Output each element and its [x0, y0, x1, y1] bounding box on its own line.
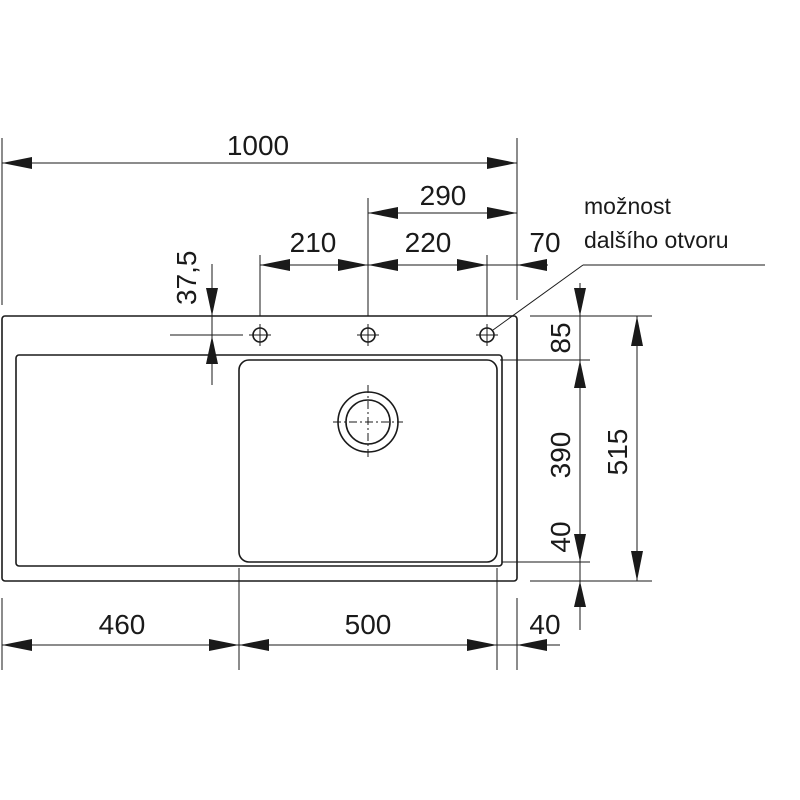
svg-text:70: 70 — [529, 227, 560, 258]
svg-text:85: 85 — [545, 322, 576, 353]
tap-hole-icon — [248, 323, 272, 347]
dimension-right-stack: 85 390 40 — [500, 283, 652, 630]
svg-text:1000: 1000 — [227, 130, 289, 161]
svg-text:dalšího otvoru: dalšího otvoru — [584, 227, 728, 253]
svg-text:210: 210 — [290, 227, 337, 258]
svg-text:290: 290 — [420, 180, 467, 211]
svg-text:515: 515 — [602, 429, 633, 476]
svg-text:40: 40 — [545, 521, 576, 552]
svg-text:37,5: 37,5 — [171, 251, 202, 306]
tap-hole-icon — [356, 323, 380, 347]
dimension-bottom: 460 500 40 — [1, 568, 561, 670]
drain-icon — [333, 385, 403, 458]
svg-text:možnost: možnost — [584, 193, 672, 219]
extra-hole-note: možnost dalšího otvoru — [492, 193, 765, 331]
dimension-210-220-70: 210 220 70 — [259, 227, 561, 316]
dimension-1000: 1000 — [1, 130, 518, 305]
svg-text:460: 460 — [99, 609, 146, 640]
dimension-290: 290 — [367, 180, 517, 316]
svg-text:390: 390 — [545, 432, 576, 479]
svg-text:500: 500 — [345, 609, 392, 640]
dimension-37-5: 37,5 — [170, 251, 243, 385]
drainer-area — [15, 354, 503, 567]
tap-hole-icon — [475, 323, 499, 347]
bowl — [238, 359, 498, 563]
svg-text:220: 220 — [405, 227, 452, 258]
dimension-515: 515 — [602, 316, 643, 581]
svg-text:40: 40 — [529, 609, 560, 640]
